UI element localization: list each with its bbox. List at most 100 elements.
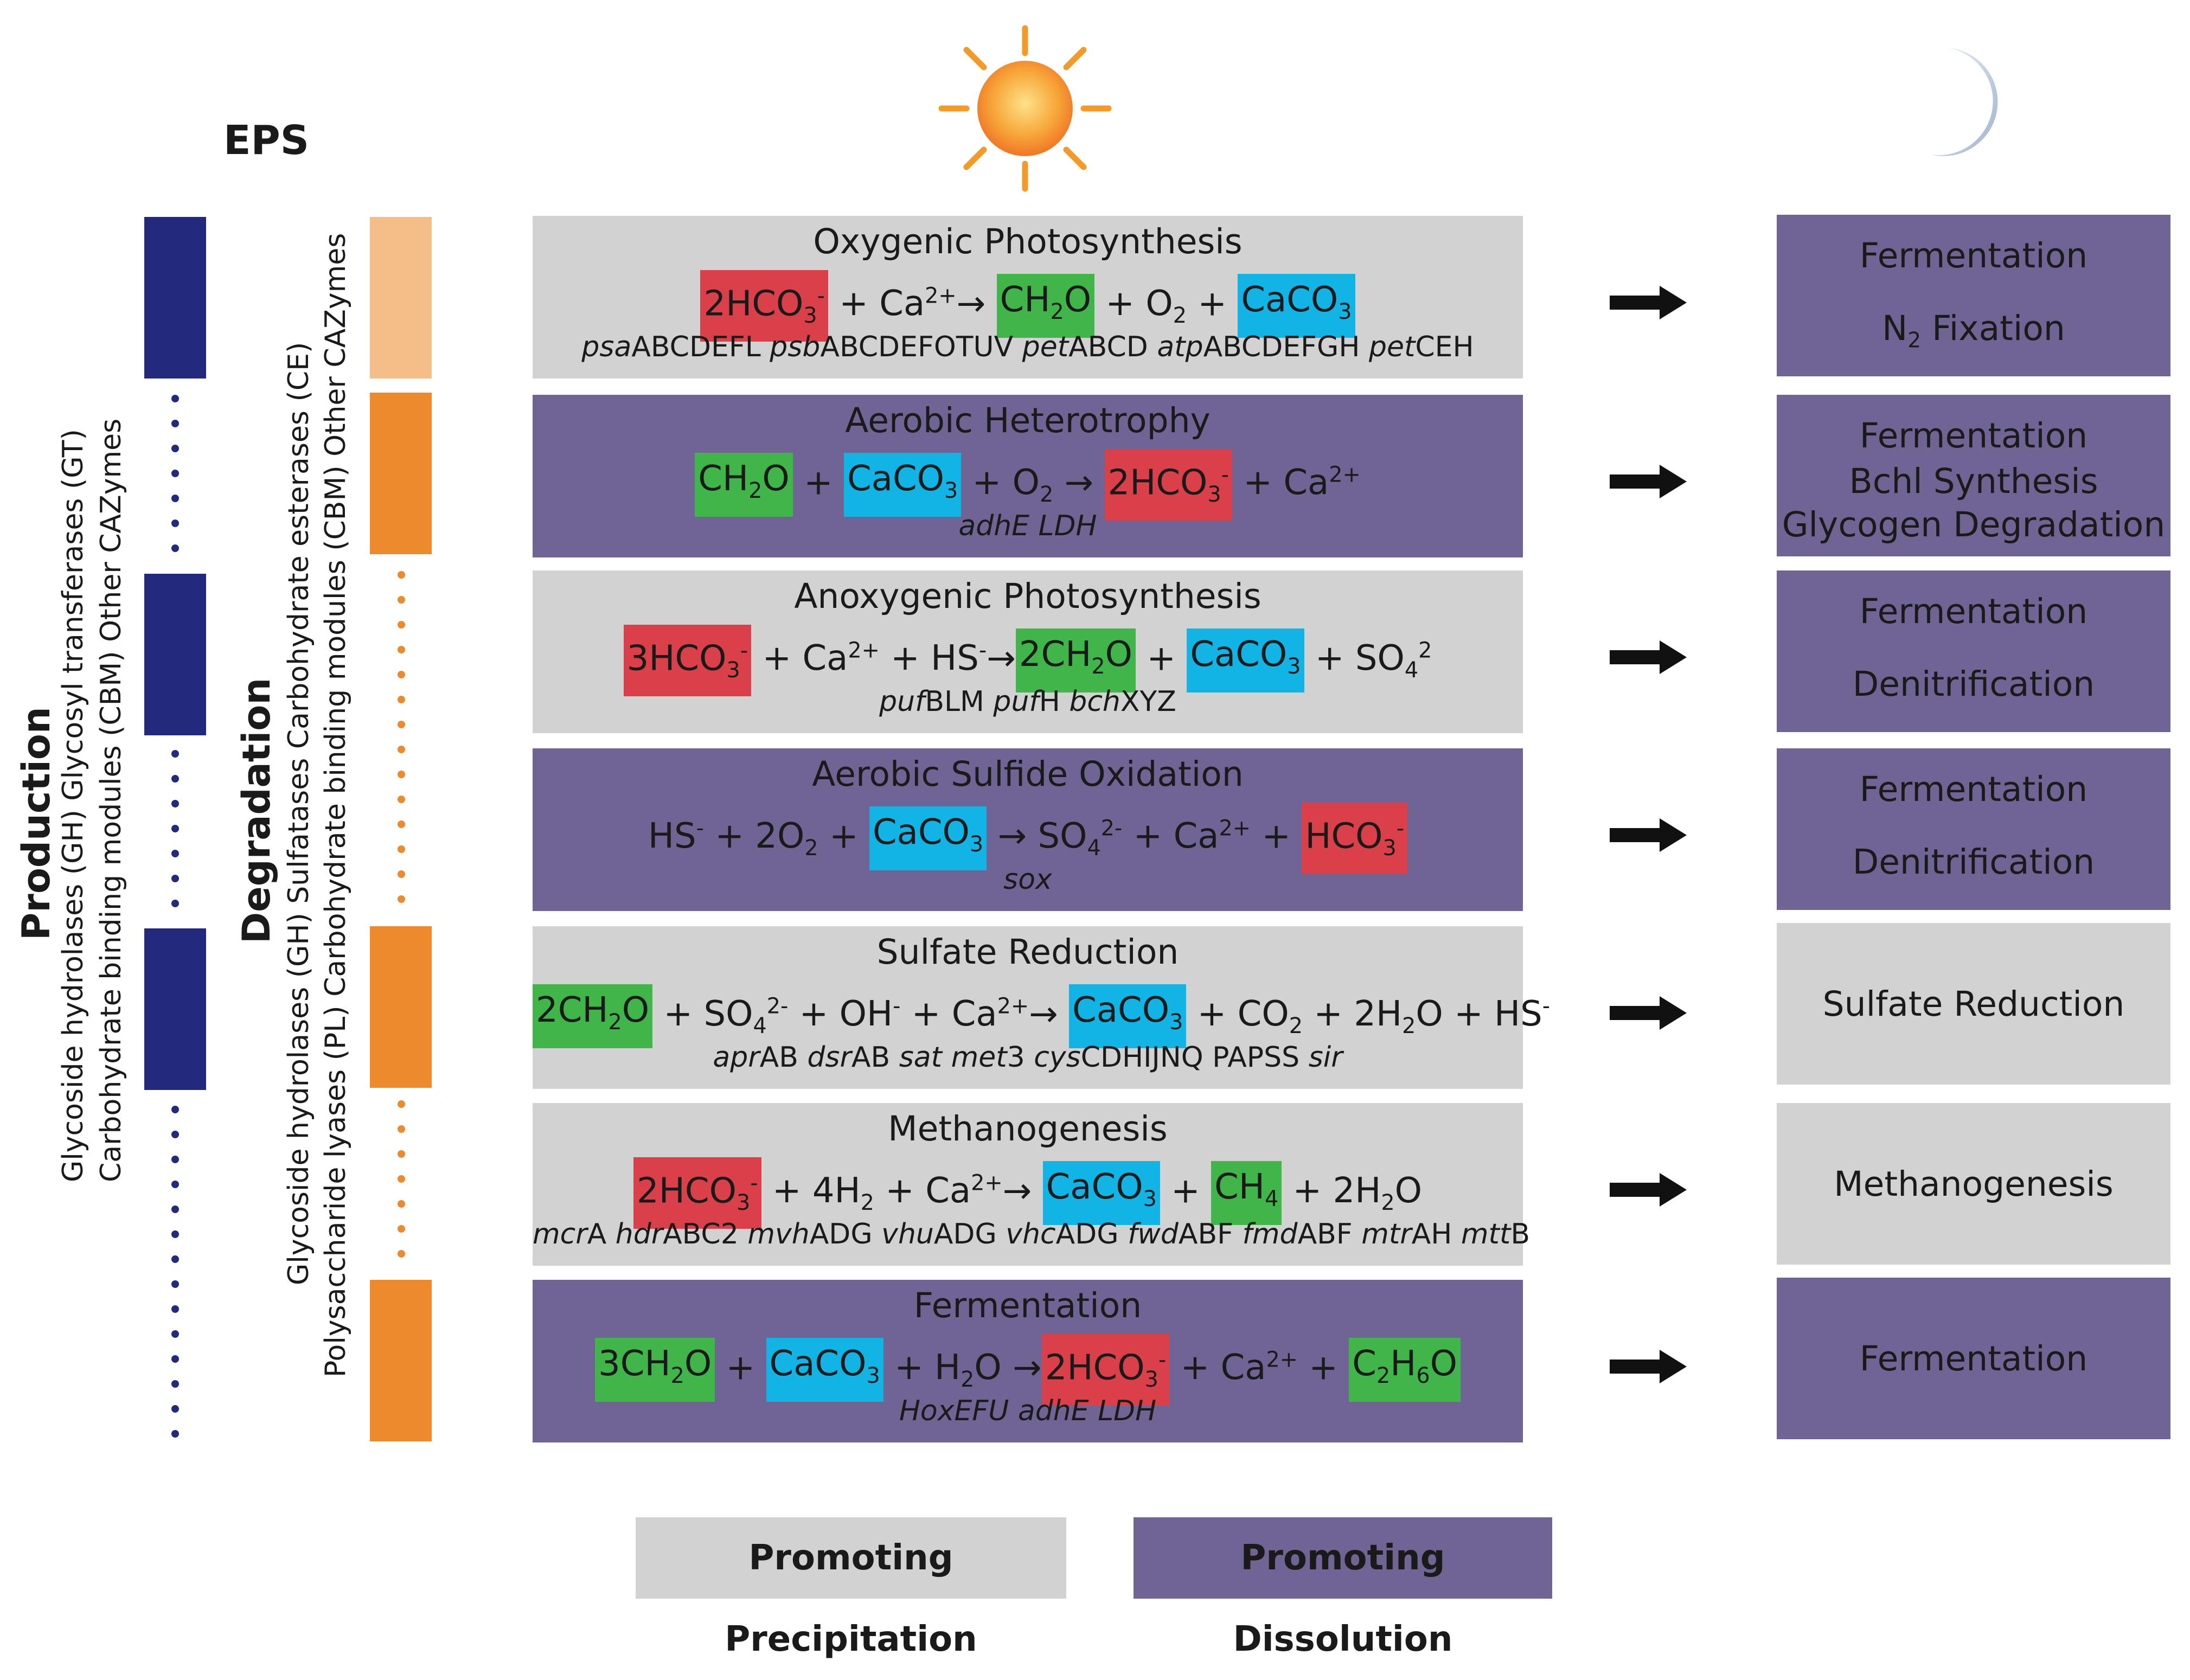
compound-chip: CaCO3 (869, 806, 987, 870)
equation-term: → (1001, 1348, 1042, 1388)
production-dot (171, 420, 179, 427)
equation-term: + (1187, 284, 1238, 324)
production-bar (144, 928, 206, 1090)
gene-list: adhE LDH (958, 510, 1097, 542)
night-process-panel: Sulfate Reduction (1777, 923, 2170, 1085)
degradation-dot (398, 621, 405, 629)
degradation-dot (398, 895, 405, 903)
equation-term: + (1251, 816, 1302, 857)
equation-term: + SO42- (652, 994, 789, 1039)
arrow-right-icon (1610, 818, 1687, 852)
compound-chip: 2HCO3- (700, 270, 828, 342)
arrow-right-icon (1610, 1173, 1687, 1207)
arrow-right-icon (1610, 1350, 1687, 1383)
degradation-dot (398, 671, 405, 678)
degradation-dot (398, 870, 405, 878)
degradation-dot (398, 845, 405, 853)
equation-term: + 2O2 (703, 816, 818, 861)
reaction-equation: HS- + 2O2 + CaCO3 → SO42- + Ca2+ + HCO3- (533, 801, 1523, 875)
compound-chip: CaCO3 (1187, 628, 1304, 692)
degradation-dot (398, 1200, 405, 1208)
compound-chip: HCO3- (1302, 802, 1408, 874)
process-panel: Oxygenic Photosynthesis 2HCO3- + Ca2+→ CH… (533, 216, 1523, 379)
equation-term: + (818, 816, 869, 857)
gene-list: pufBLM pufH bchXYZ (879, 685, 1176, 718)
arrow-right-icon (1610, 640, 1687, 674)
production-dot (171, 520, 179, 527)
legend-dissolution: Promoting Dissolution (1134, 1517, 1552, 1659)
degradation-dot (398, 1250, 405, 1258)
legend-precipitation: Promoting Precipitation (636, 1517, 1066, 1659)
production-dot (171, 900, 179, 907)
equation-term: → (1053, 463, 1105, 503)
moon-icon (1931, 48, 1998, 156)
process-title: Oxygenic Photosynthesis (813, 222, 1243, 261)
equation-term: + H2O (883, 1348, 1002, 1393)
equation-term: + 4H2 (761, 1171, 874, 1216)
night-process-label: Bchl Synthesis (1849, 461, 2098, 501)
production-dot (171, 1230, 179, 1238)
arrow-right-icon (1610, 996, 1687, 1030)
night-process-label: Denitrification (1852, 842, 2095, 882)
night-process-label: Fermentation (1859, 236, 2088, 275)
gene-list: HoxEFU adhE LDH (899, 1395, 1157, 1427)
equation-term: + SO42 (1304, 638, 1432, 683)
gene-list: psaABCDEFL psbABCDEFOTUV petABCD atpABCD… (581, 331, 1474, 363)
compound-chip: CaCO3 (1042, 1160, 1160, 1225)
equation-term: + Ca2+ (1169, 1348, 1298, 1388)
production-dot (171, 544, 179, 552)
compound-chip: 2HCO3- (1104, 448, 1232, 521)
production-enzymes-line2: Carbohydrate binding modules (CBM) Other… (95, 418, 127, 1182)
compound-chip: CaCO3 (1069, 984, 1187, 1048)
process-title: Anoxygenic Photosynthesis (794, 576, 1262, 616)
degradation-bar (370, 1280, 432, 1441)
degradation-dot (398, 820, 405, 828)
compound-chip: CH2O (996, 273, 1095, 338)
equation-term: + HS- (879, 638, 987, 679)
degradation-dot (398, 646, 405, 653)
production-dot (171, 445, 179, 452)
equation-term: + CO2 (1186, 994, 1303, 1039)
degradation-dot (398, 1225, 405, 1233)
production-dot (171, 1355, 179, 1363)
process-title: Aerobic Sulfide Oxidation (812, 754, 1244, 794)
reaction-equation: 2HCO3- + Ca2+→ CH2O + O2 + CaCO3 (533, 269, 1523, 343)
production-dot (171, 775, 179, 783)
equation-term: + Ca2+ (828, 284, 957, 324)
arrow-right-icon (1610, 465, 1687, 498)
compound-chip: 2HCO3- (633, 1157, 761, 1229)
gene-list: sox (1003, 863, 1052, 896)
production-dot (171, 1305, 179, 1313)
compound-chip: C2H6O (1349, 1337, 1461, 1402)
production-dot (171, 495, 179, 502)
degradation-dot (398, 1150, 405, 1158)
equation-term: + (1297, 1348, 1349, 1388)
degradation-bar (370, 393, 432, 554)
degradation-title: Degradation (234, 677, 279, 944)
night-process-label: Fermentation (1859, 592, 2088, 631)
gene-list: mcrA hdrABC2 mvhADG vhuADG vhcADG fwdABF… (533, 1218, 1530, 1251)
production-dot (171, 1106, 179, 1113)
process-title: Aerobic Heterotrophy (845, 401, 1211, 440)
equation-term: + OH- (788, 994, 901, 1035)
degradation-dot (398, 771, 405, 778)
compound-chip: 2CH2O (1015, 628, 1136, 692)
compound-chip: 3HCO3- (623, 624, 752, 696)
compound-chip: CH4 (1211, 1160, 1282, 1225)
night-process-label: Fermentation (1859, 1339, 2088, 1378)
reaction-equation: 3HCO3- + Ca2+ + HS-→2CH2O + CaCO3 + SO42 (533, 624, 1523, 697)
equation-term: + (1136, 638, 1187, 679)
degradation-dot (398, 1125, 405, 1133)
sun-icon (938, 25, 1112, 192)
equation-term: → (956, 284, 997, 324)
process-title: Fermentation (913, 1286, 1142, 1325)
eps-label: EPS (223, 117, 310, 164)
production-dot (171, 750, 179, 758)
compound-chip: 2HCO3- (1041, 1333, 1170, 1406)
night-process-label: Methanogenesis (1834, 1164, 2114, 1204)
